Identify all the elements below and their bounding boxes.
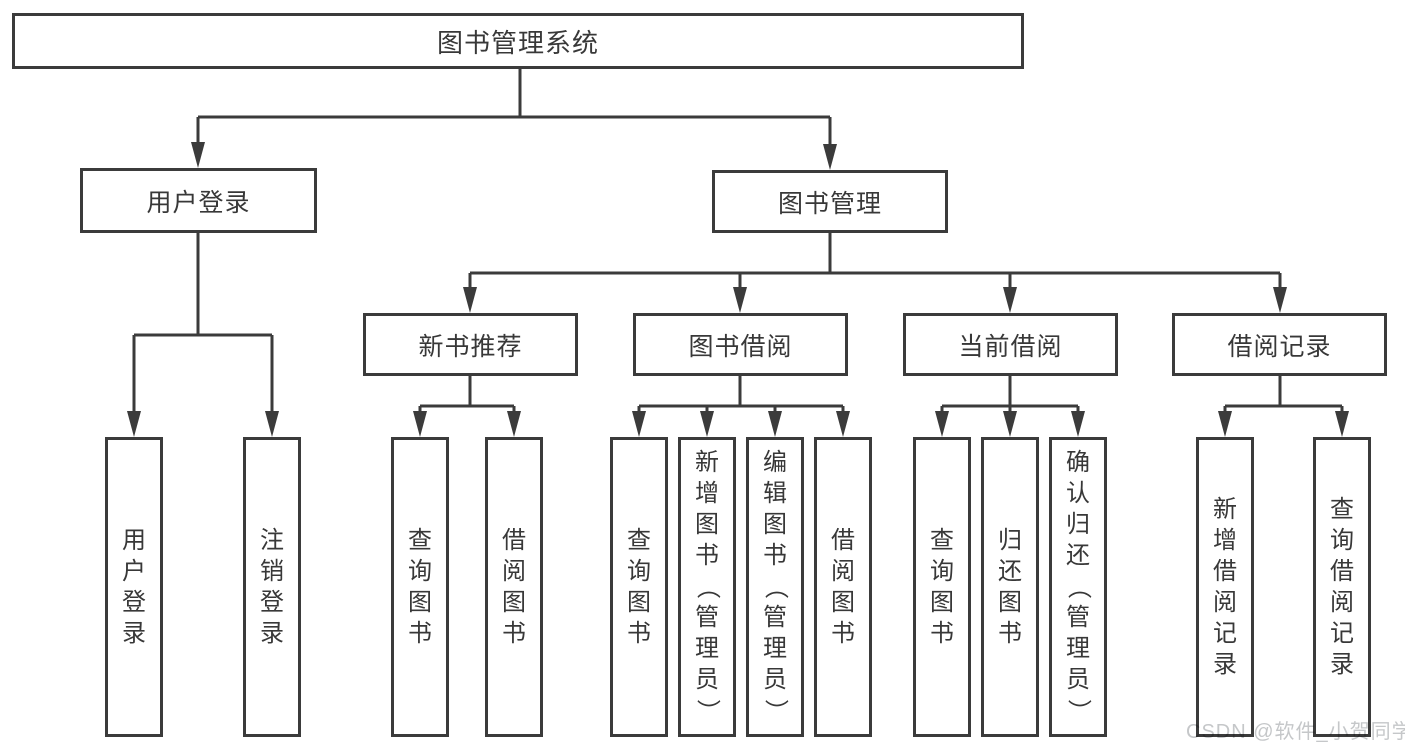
connector xyxy=(468,233,1282,291)
connector-lines xyxy=(132,69,1344,415)
node-user-login: 用户登录 xyxy=(80,168,317,233)
node-library-system: 图书管理系统 xyxy=(12,13,1024,69)
node-label: 注销登录 xyxy=(260,526,284,647)
node-label: 借阅图书 xyxy=(502,526,526,647)
arrowhead xyxy=(413,411,427,437)
node-borrow-records: 借阅记录 xyxy=(1172,313,1387,376)
arrowhead xyxy=(1003,411,1017,437)
leaf-borrow-books-2: 借阅图书 xyxy=(814,437,872,737)
leaf-add-book-admin: 新增图书（管理员） xyxy=(678,437,736,737)
node-label: 新增借阅记录 xyxy=(1213,495,1237,678)
node-label: 图书管理系统 xyxy=(436,27,599,58)
node-label: 用户登录 xyxy=(146,188,251,217)
arrowhead xyxy=(1335,411,1349,437)
leaf-logout: 注销登录 xyxy=(243,437,301,737)
node-book-management: 图书管理 xyxy=(712,170,948,233)
leaf-user-login: 用户登录 xyxy=(105,437,163,737)
arrowhead xyxy=(127,411,141,437)
connector xyxy=(418,376,516,415)
node-label: 新书推荐 xyxy=(418,332,523,361)
arrowhead xyxy=(507,411,521,437)
node-label: 用户登录 xyxy=(122,526,146,647)
leaf-query-borrow-record: 查询借阅记录 xyxy=(1313,437,1371,737)
arrowhead xyxy=(265,411,279,437)
node-label: 图书借阅 xyxy=(688,332,793,361)
connector-arrowheads xyxy=(127,142,1349,437)
leaf-confirm-return-admin: 确认归还（管理员） xyxy=(1049,437,1107,737)
leaf-query-books-2: 查询图书 xyxy=(610,437,668,737)
node-label: 借阅记录 xyxy=(1227,332,1332,361)
node-current-borrow: 当前借阅 xyxy=(903,313,1118,376)
node-label: 查询借阅记录 xyxy=(1330,495,1354,678)
node-label: 确认归还（管理员） xyxy=(1065,449,1092,724)
arrowhead xyxy=(1071,411,1085,437)
connector xyxy=(940,376,1080,415)
node-label: 查询图书 xyxy=(627,526,651,647)
leaf-add-borrow-record: 新增借阅记录 xyxy=(1196,437,1254,737)
node-book-borrow: 图书借阅 xyxy=(633,313,848,376)
leaf-query-books-1: 查询图书 xyxy=(391,437,449,737)
arrowhead xyxy=(823,144,837,170)
arrowhead xyxy=(768,411,782,437)
node-label: 编辑图书（管理员） xyxy=(762,449,789,724)
arrowhead xyxy=(1273,287,1287,313)
node-label: 图书管理 xyxy=(777,189,882,218)
node-label: 当前借阅 xyxy=(958,332,1063,361)
node-label: 借阅图书 xyxy=(831,526,855,647)
node-new-book-recommend: 新书推荐 xyxy=(363,313,578,376)
connector xyxy=(196,69,832,150)
node-label: 新增图书（管理员） xyxy=(694,449,721,724)
connector xyxy=(132,233,274,415)
arrowhead xyxy=(700,411,714,437)
leaf-borrow-books-1: 借阅图书 xyxy=(485,437,543,737)
node-label: 归还图书 xyxy=(998,526,1022,647)
leaf-return-book: 归还图书 xyxy=(981,437,1039,737)
arrowhead xyxy=(463,287,477,313)
leaf-edit-book-admin: 编辑图书（管理员） xyxy=(746,437,804,737)
connector xyxy=(637,376,845,415)
arrowhead xyxy=(935,411,949,437)
leaf-query-books-3: 查询图书 xyxy=(913,437,971,737)
arrowhead xyxy=(1218,411,1232,437)
arrowhead xyxy=(836,411,850,437)
arrowhead xyxy=(632,411,646,437)
arrowhead xyxy=(733,287,747,313)
connector xyxy=(1223,376,1344,415)
node-label: 查询图书 xyxy=(930,526,954,647)
node-label: 查询图书 xyxy=(408,526,432,647)
watermark: CSDN @软件_小贺同学 xyxy=(1186,721,1405,743)
arrowhead xyxy=(1003,287,1017,313)
arrowhead xyxy=(191,142,205,168)
